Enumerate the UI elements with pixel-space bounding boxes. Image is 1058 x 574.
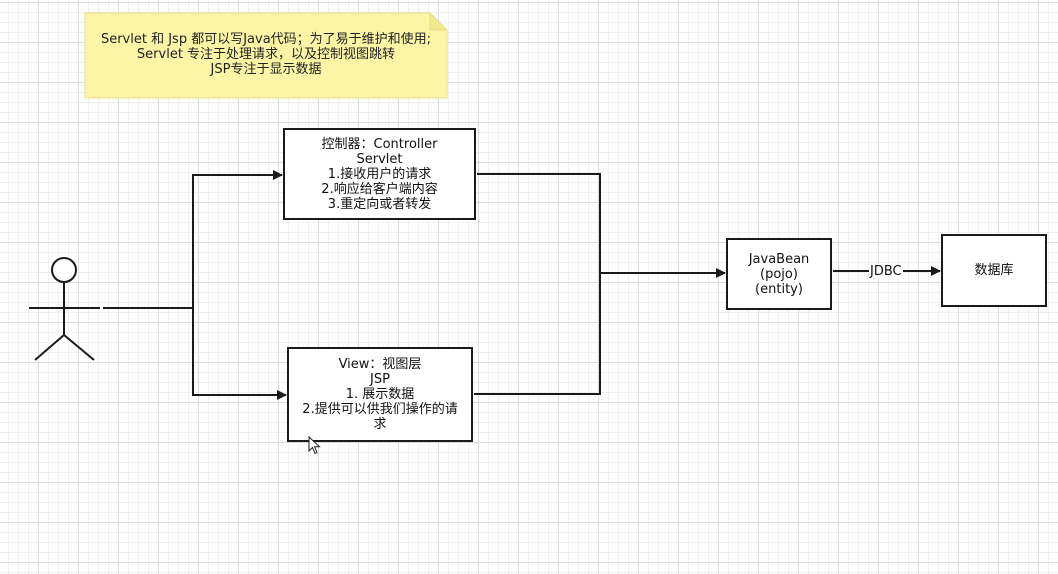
javabean-alias: (entity) (755, 281, 803, 297)
edge-user-view (192, 308, 287, 400)
user-actor-icon (29, 257, 100, 361)
edge-view-javabean (474, 268, 726, 395)
controller-box[interactable]: 控制器：Controller Servlet 1.接收用户的请求 2.响应给客户… (283, 128, 476, 220)
controller-title: 控制器：Controller (321, 136, 438, 152)
database-label: 数据库 (974, 263, 1014, 278)
javabean-alias: (pojo) (760, 266, 798, 282)
mouse-cursor-icon (308, 436, 321, 455)
controller-item: 1.接收用户的请求 (327, 166, 432, 182)
annotation-note: Servlet 和 Jsp 都可以写Java代码；为了易于维护和使用; Serv… (85, 13, 447, 98)
controller-item: 3.重定向或者转发 (327, 196, 432, 212)
view-item: 1. 展示数据 (345, 387, 415, 402)
database-box[interactable]: 数据库 (941, 234, 1047, 307)
edge-user-controller (103, 170, 283, 309)
javabean-title: JavaBean (748, 251, 810, 267)
jdbc-edge-label: JDBC (869, 264, 903, 279)
view-box[interactable]: View：视图层 JSP 1. 展示数据 2.提供可以供我们操作的请求 (287, 347, 473, 442)
note-shape (84, 11, 449, 99)
view-title: View：视图层 (338, 357, 422, 372)
note-line: Servlet 和 Jsp 都可以写Java代码；为了易于维护和使用; (100, 32, 432, 47)
edge-controller-javabean (477, 173, 601, 273)
controller-item: 2.响应给客户端内容 (321, 181, 438, 197)
view-item: 2.提供可以供我们操作的请求 (302, 402, 458, 432)
controller-subtitle: Servlet (356, 151, 403, 167)
view-subtitle: JSP (370, 372, 390, 387)
note-line: Servlet 专注于处理请求，以及控制视图跳转 (136, 47, 396, 62)
note-line: JSP专注于显示数据 (210, 62, 322, 77)
javabean-box[interactable]: JavaBean (pojo) (entity) (726, 238, 832, 310)
